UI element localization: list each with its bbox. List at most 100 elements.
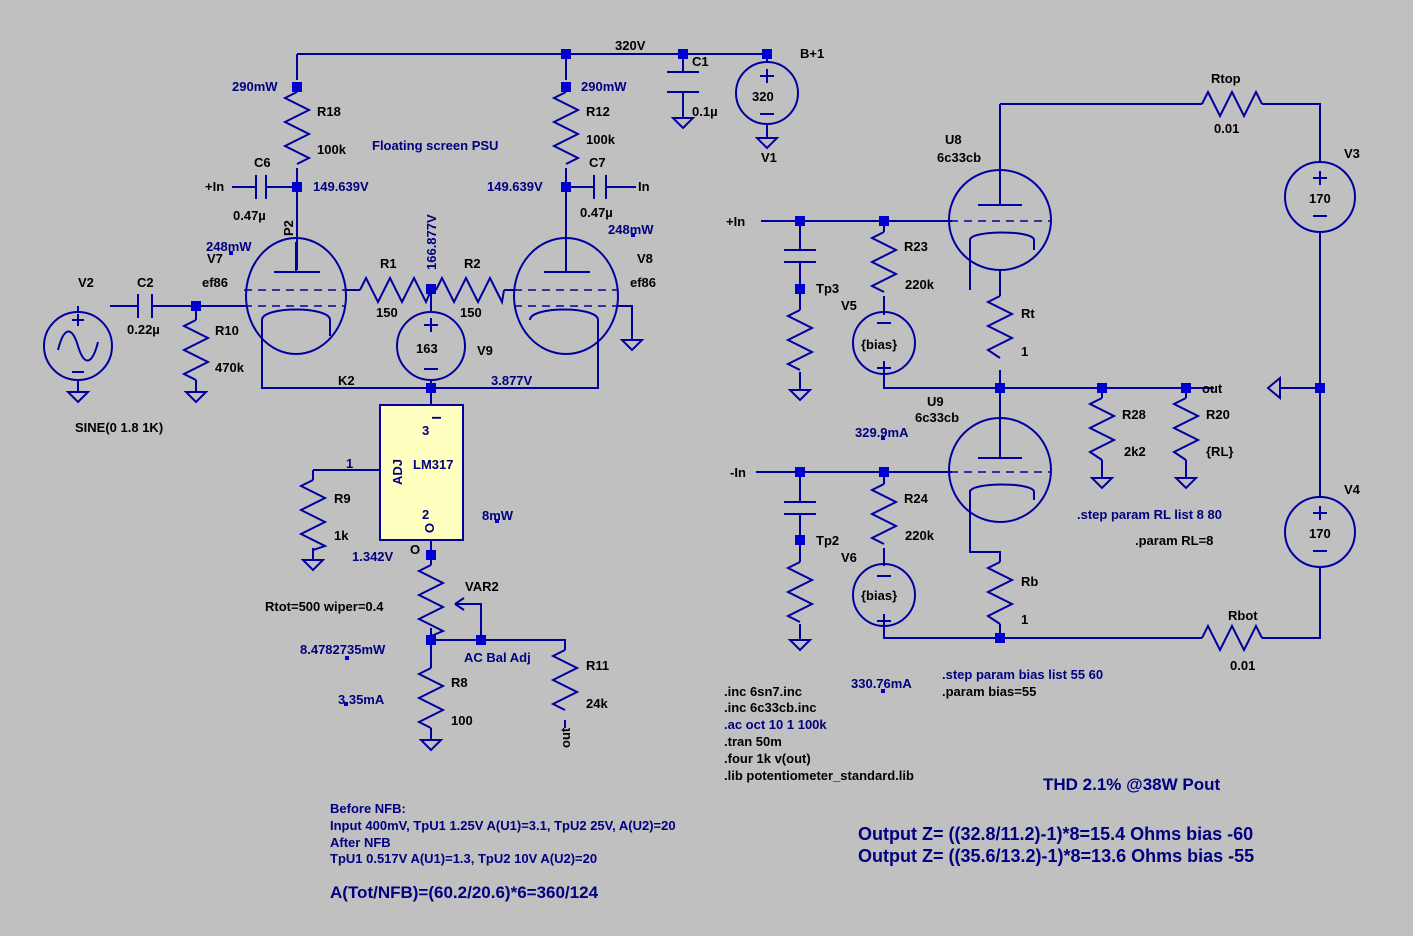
directive-lib: .lib potentiometer_standard.lib bbox=[724, 768, 914, 783]
note-input-400mv: Input 400mV, TpU1 1.25V A(U1)=3.1, TpU2 … bbox=[330, 818, 676, 833]
ground-symbol bbox=[754, 137, 780, 150]
resistor-r20 bbox=[1171, 397, 1201, 461]
label-plus-in: +In bbox=[205, 179, 224, 194]
label-voltage-1342: 1.342V bbox=[352, 549, 394, 564]
label-u8-type: 6c33cb bbox=[937, 150, 981, 165]
capacitor-c6 bbox=[255, 175, 267, 199]
capacitor-c7 bbox=[593, 175, 607, 199]
resistor-r11 bbox=[550, 649, 580, 711]
ground-symbol bbox=[787, 389, 813, 402]
label-c6: C6 bbox=[254, 155, 271, 170]
label-rbot: Rbot bbox=[1228, 608, 1258, 623]
resistor-r8 bbox=[416, 667, 446, 729]
note-atot: A(Tot/NFB)=(60.2/20.6)*6=360/124 bbox=[330, 883, 599, 902]
tubes bbox=[244, 169, 1052, 523]
directive-four: .four 1k v(out) bbox=[724, 751, 811, 766]
label-o: O bbox=[410, 542, 420, 557]
label-pin-1: 1 bbox=[346, 456, 353, 471]
probe-markers bbox=[229, 233, 885, 706]
label-r28: R28 bbox=[1122, 407, 1146, 422]
tube-u9 bbox=[948, 417, 1052, 523]
label-r18-value: 100k bbox=[317, 142, 347, 157]
directive-tran: .tran 50m bbox=[724, 734, 782, 749]
label-k2: K2 bbox=[338, 373, 355, 388]
label-ac-bal-adj: AC Bal Adj bbox=[464, 650, 531, 665]
label-current-329: 329.9mA bbox=[855, 425, 909, 440]
note-before-nfb: Before NFB: bbox=[330, 801, 406, 816]
label-rb: Rb bbox=[1021, 574, 1038, 589]
ground-symbol bbox=[65, 391, 91, 404]
ground-symbol bbox=[1089, 477, 1115, 490]
resistor-rtop bbox=[1201, 89, 1263, 119]
label-rtop: Rtop bbox=[1211, 71, 1241, 86]
resistor-r12 bbox=[551, 91, 581, 165]
note-output-z-60: Output Z= ((32.8/11.2)-1)*8=15.4 Ohms bi… bbox=[858, 824, 1253, 844]
label-r23-value: 220k bbox=[905, 277, 935, 292]
tube-v7 bbox=[244, 237, 347, 355]
label-var2: VAR2 bbox=[465, 579, 499, 594]
label-out-net: out bbox=[558, 727, 573, 748]
label-v9-value: 163 bbox=[416, 341, 438, 356]
resistor-tp2 bbox=[785, 561, 815, 623]
label-lm-pin-3: 3 bbox=[422, 423, 429, 438]
label-c1: C1 bbox=[692, 54, 709, 69]
label-lm317: LM317 bbox=[413, 457, 453, 472]
label-r11-value: 24k bbox=[586, 696, 608, 711]
resistor-rt bbox=[985, 295, 1015, 359]
label-c1-value: 0.1µ bbox=[692, 104, 718, 119]
tube-v8 bbox=[513, 237, 619, 355]
label-lm-pin-o: O bbox=[422, 523, 437, 533]
labels: 320V B+1 C1 0.1µ 320 V1 290mW R18 100k F… bbox=[75, 38, 1361, 902]
capacitor-c2 bbox=[137, 294, 153, 318]
directive-inc-6sn7: .inc 6sn7.inc bbox=[724, 684, 802, 699]
directive-param-bias: .param bias=55 bbox=[942, 684, 1036, 699]
label-tp2: Tp2 bbox=[816, 533, 839, 548]
resistors bbox=[181, 89, 1263, 729]
wires bbox=[110, 53, 1321, 740]
label-rbot-value: 0.01 bbox=[1230, 658, 1255, 673]
label-plus-in-output: +In bbox=[726, 214, 745, 229]
label-v8: V8 bbox=[637, 251, 653, 266]
label-v1: V1 bbox=[761, 150, 777, 165]
source-v5 bbox=[852, 311, 916, 375]
label-power-r18: 290mW bbox=[232, 79, 278, 94]
label-v1-value: 320 bbox=[752, 89, 774, 104]
resistor-r28 bbox=[1087, 397, 1117, 461]
capacitor-tp2 bbox=[784, 501, 816, 515]
label-power-v7: 248mW bbox=[206, 239, 252, 254]
label-lm-adj: ADJ bbox=[390, 459, 405, 485]
label-v3: V3 bbox=[1344, 146, 1360, 161]
label-power-lm317: 8mW bbox=[482, 508, 514, 523]
label-c6-value: 0.47µ bbox=[233, 208, 266, 223]
label-rb-value: 1 bbox=[1021, 612, 1028, 627]
label-r2-value: 150 bbox=[460, 305, 482, 320]
source-v1 bbox=[735, 61, 799, 125]
label-r28-value: 2k2 bbox=[1124, 444, 1146, 459]
resistor-r23 bbox=[869, 231, 899, 293]
label-u8: U8 bbox=[945, 132, 962, 147]
directive-param-rl: .param RL=8 bbox=[1135, 533, 1213, 548]
label-voltage-149a: 149.639V bbox=[313, 179, 369, 194]
label-r24: R24 bbox=[904, 491, 929, 506]
label-c2-value: 0.22µ bbox=[127, 322, 160, 337]
grounds bbox=[65, 117, 1281, 752]
note-tpu1: TpU1 0.517V A(U1)=1.3, TpU2 10V A(U2)=20 bbox=[330, 851, 597, 866]
label-r2: R2 bbox=[464, 256, 481, 271]
label-r20-value: {RL} bbox=[1206, 444, 1233, 459]
label-c7-value: 0.47µ bbox=[580, 205, 613, 220]
ground-symbol bbox=[619, 339, 645, 352]
capacitor-c1 bbox=[667, 71, 699, 93]
resistor-r9 bbox=[298, 479, 328, 551]
label-minus-in: -In bbox=[730, 465, 746, 480]
resistor-r24 bbox=[869, 483, 899, 545]
label-power-var2: 8.4782735mW bbox=[300, 642, 386, 657]
source-v6 bbox=[852, 563, 916, 628]
label-out: out bbox=[1202, 381, 1223, 396]
tube-u8 bbox=[948, 169, 1052, 271]
label-v2: V2 bbox=[78, 275, 94, 290]
label-v6-value: {bias} bbox=[861, 588, 897, 603]
source-v3 bbox=[1284, 161, 1356, 233]
ground-symbol bbox=[787, 639, 813, 652]
label-c7: C7 bbox=[589, 155, 606, 170]
